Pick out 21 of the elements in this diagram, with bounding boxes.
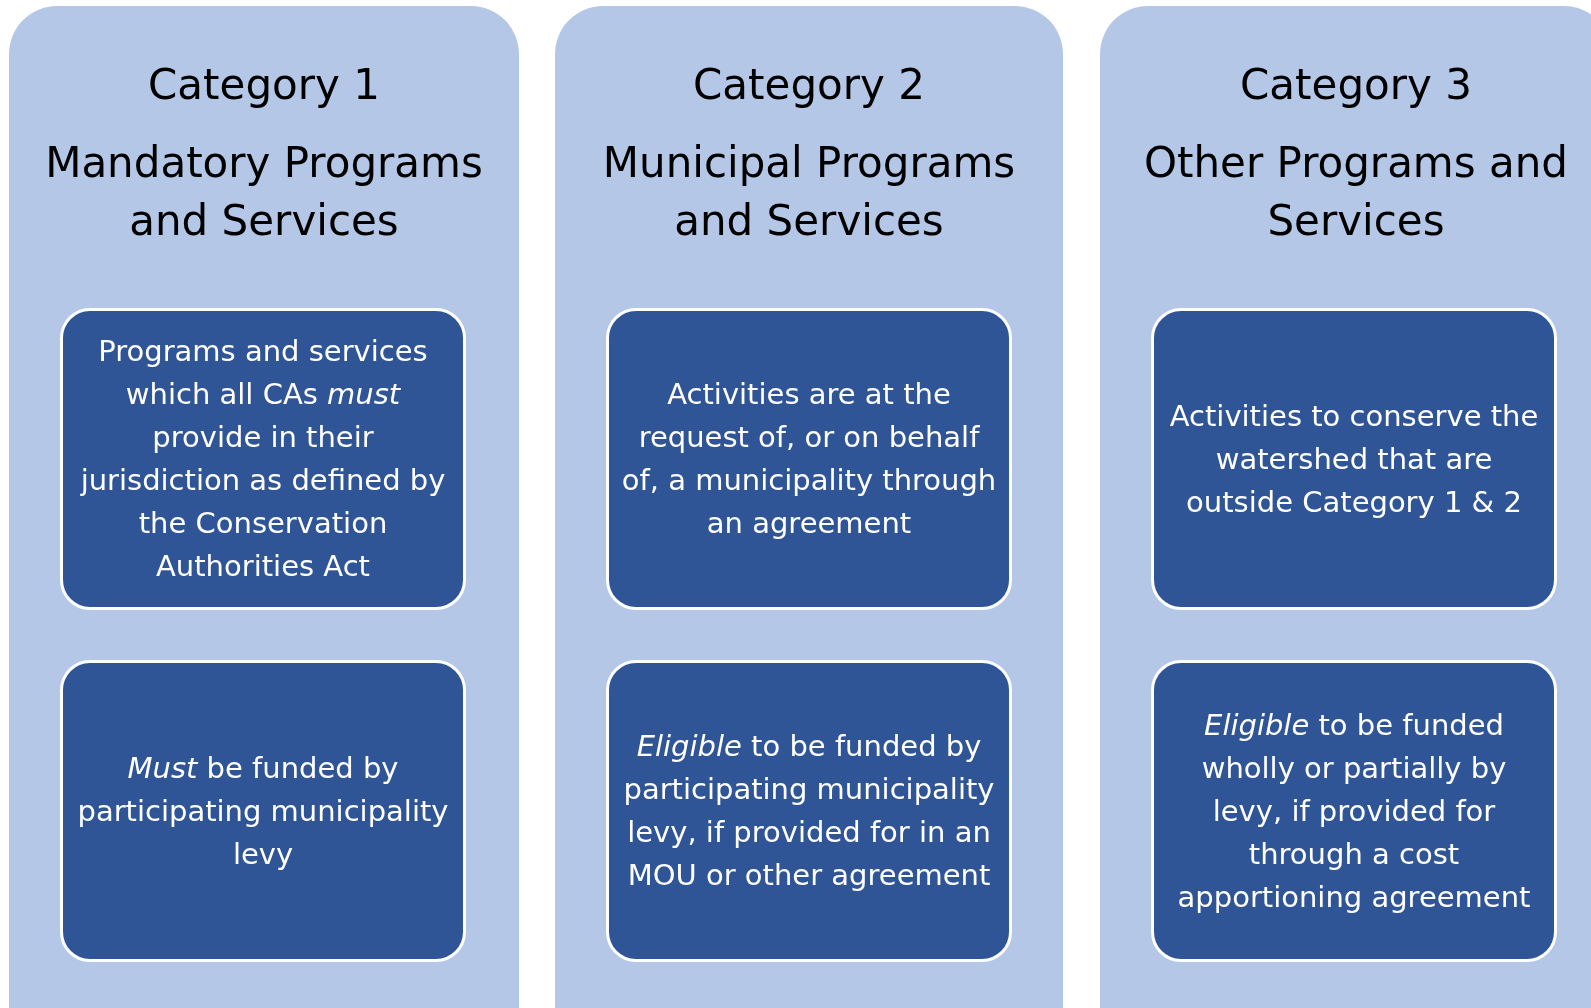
category-title: Mandatory Programs and Services [44, 137, 484, 247]
description-box [60, 308, 466, 610]
category-panel [555, 6, 1063, 1008]
category-number: Category 2 [692, 59, 926, 111]
description-box [60, 660, 466, 962]
category-title: Other Programs and Services [1142, 137, 1570, 247]
category-panel [1100, 6, 1591, 1008]
description-box [606, 660, 1012, 962]
description-text: Eligible to be funded by participating municipality levy, if provided for in an MOU or other agreement [622, 728, 996, 894]
description-text: Must be funded by participating municipality levy [76, 749, 450, 873]
description-text: Activities are at the request of, or on behalf of, a municipality through an agreement [620, 376, 998, 542]
description-box [1151, 660, 1557, 962]
description-text: Programs and services which all CAs must provide in their jurisdiction as defined by the Conservation Authorities Act [79, 333, 447, 585]
description-text: Eligible to be funded wholly or partially by levy, if provided for through a cost apportioning agreement [1176, 706, 1532, 916]
description-box [1151, 308, 1557, 610]
description-text: Activities to conserve the watershed that are outside Category 1 & 2 [1168, 397, 1540, 521]
category-title: Municipal Programs and Services [601, 137, 1017, 247]
category-number: Category 1 [147, 59, 381, 111]
category-number: Category 3 [1239, 59, 1473, 111]
description-box [606, 308, 1012, 610]
category-panel [9, 6, 519, 1008]
